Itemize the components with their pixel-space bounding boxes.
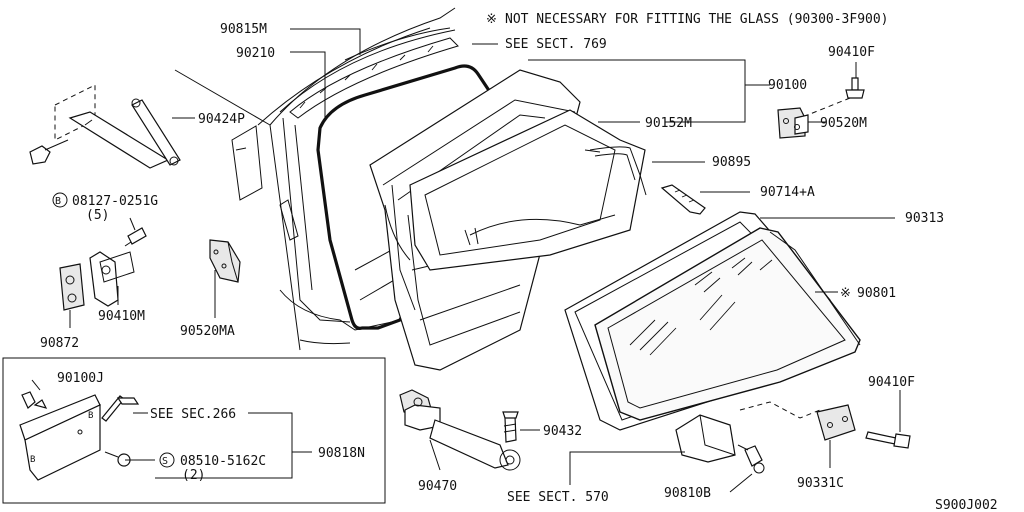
clip-strip <box>660 184 706 215</box>
screw-circle-letter: S <box>162 456 168 467</box>
label-90895: 90895 <box>712 155 751 170</box>
label-90331c: 90331C <box>797 476 844 491</box>
header-note: NOT NECESSARY FOR FITTING THE GLASS (903… <box>505 12 889 27</box>
plate-90520ma <box>209 239 241 283</box>
label-bolt-qty: (5) <box>86 208 109 223</box>
bracket-90520m <box>777 107 809 139</box>
label-90410f-top: 90410F <box>828 45 875 60</box>
detail-box <box>2 357 386 504</box>
hinge-90410m <box>59 227 147 311</box>
gas-stay <box>29 84 181 169</box>
glass-moulding <box>589 146 647 196</box>
striker-90432 <box>502 411 519 443</box>
plate-90331c <box>816 404 856 441</box>
label-90432: 90432 <box>543 424 582 439</box>
svg-text:B: B <box>88 411 93 421</box>
latch-90810b <box>675 414 765 474</box>
label-90818n: 90818N <box>318 446 365 461</box>
label-see-sect-570: SEE SECT. 570 <box>507 490 609 505</box>
label-90801: 90801 <box>857 286 896 301</box>
bolt-circle-symbol <box>52 192 68 208</box>
label-90100: 90100 <box>768 78 807 93</box>
label-90410m: 90410M <box>98 309 145 324</box>
label-90210: 90210 <box>236 46 275 61</box>
label-90872: 90872 <box>40 336 79 351</box>
label-90424p: 90424P <box>198 112 245 127</box>
bolt-90410f-top <box>845 77 865 99</box>
roof-seal-strip <box>289 37 459 119</box>
label-90152m: 90152M <box>645 116 692 131</box>
label-see-sect-769: SEE SECT. 769 <box>505 37 607 52</box>
vehicle-body <box>174 7 456 351</box>
weatherstrip-seal <box>316 64 507 330</box>
svg-text:B: B <box>30 455 35 465</box>
note-mark: ※ <box>486 12 497 27</box>
door-trim-frame <box>409 109 646 271</box>
label-90801-mark: ※ <box>840 286 851 301</box>
label-90810b: 90810B <box>664 486 711 501</box>
label-90470: 90470 <box>418 479 457 494</box>
hinge-90470 <box>399 389 521 471</box>
garnish-90100j: B B <box>19 391 101 481</box>
label-90520ma: 90520MA <box>180 324 235 339</box>
label-screw-08510: 08510-5162C <box>180 454 266 469</box>
label-90520m: 90520M <box>820 116 867 131</box>
label-bolt-08127: 08127-0251G <box>72 194 158 209</box>
back-door-glass <box>594 227 861 421</box>
label-screw-qty: (2) <box>182 468 205 483</box>
label-90815m: 90815M <box>220 22 267 37</box>
leader-lines <box>31 28 901 493</box>
bolt-90410f-bottom <box>865 431 911 449</box>
rod-sec266 <box>101 395 140 422</box>
label-90714a: 90714+A <box>760 185 815 200</box>
screw-s <box>104 451 131 467</box>
label-see-sec-266: SEE SEC.266 <box>150 407 236 422</box>
label-90313: 90313 <box>905 211 944 226</box>
bolt-circle-letter: B <box>55 196 61 207</box>
diagram-id: S900J002 <box>935 498 998 512</box>
screw-circle-symbol <box>159 452 175 468</box>
label-90100j: 90100J <box>57 371 104 386</box>
label-90410f-bottom: 90410F <box>868 375 915 390</box>
